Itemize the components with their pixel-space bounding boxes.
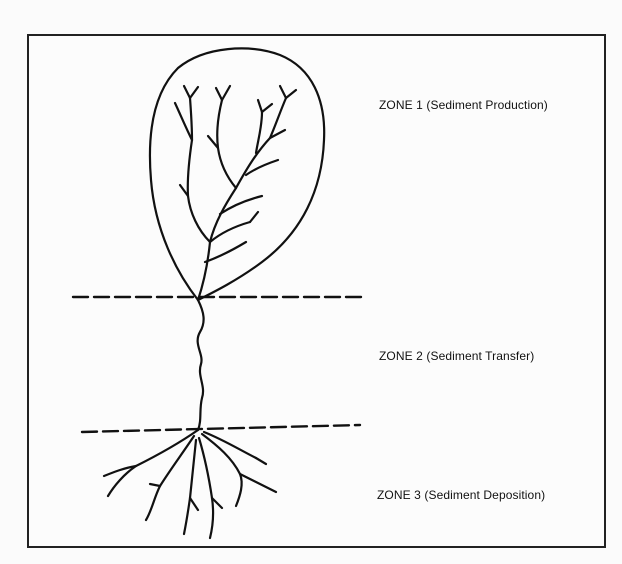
transfer-channel (198, 300, 204, 430)
zone-2-label: ZONE 2 (Sediment Transfer) (379, 349, 534, 363)
tributary-network (175, 86, 296, 300)
zone-divider-lower (82, 425, 360, 432)
catchment-boundary (150, 48, 324, 300)
distributary-network (104, 430, 276, 538)
zone-1-label: ZONE 1 (Sediment Production) (379, 98, 548, 112)
zone-3-label: ZONE 3 (Sediment Deposition) (377, 488, 545, 502)
